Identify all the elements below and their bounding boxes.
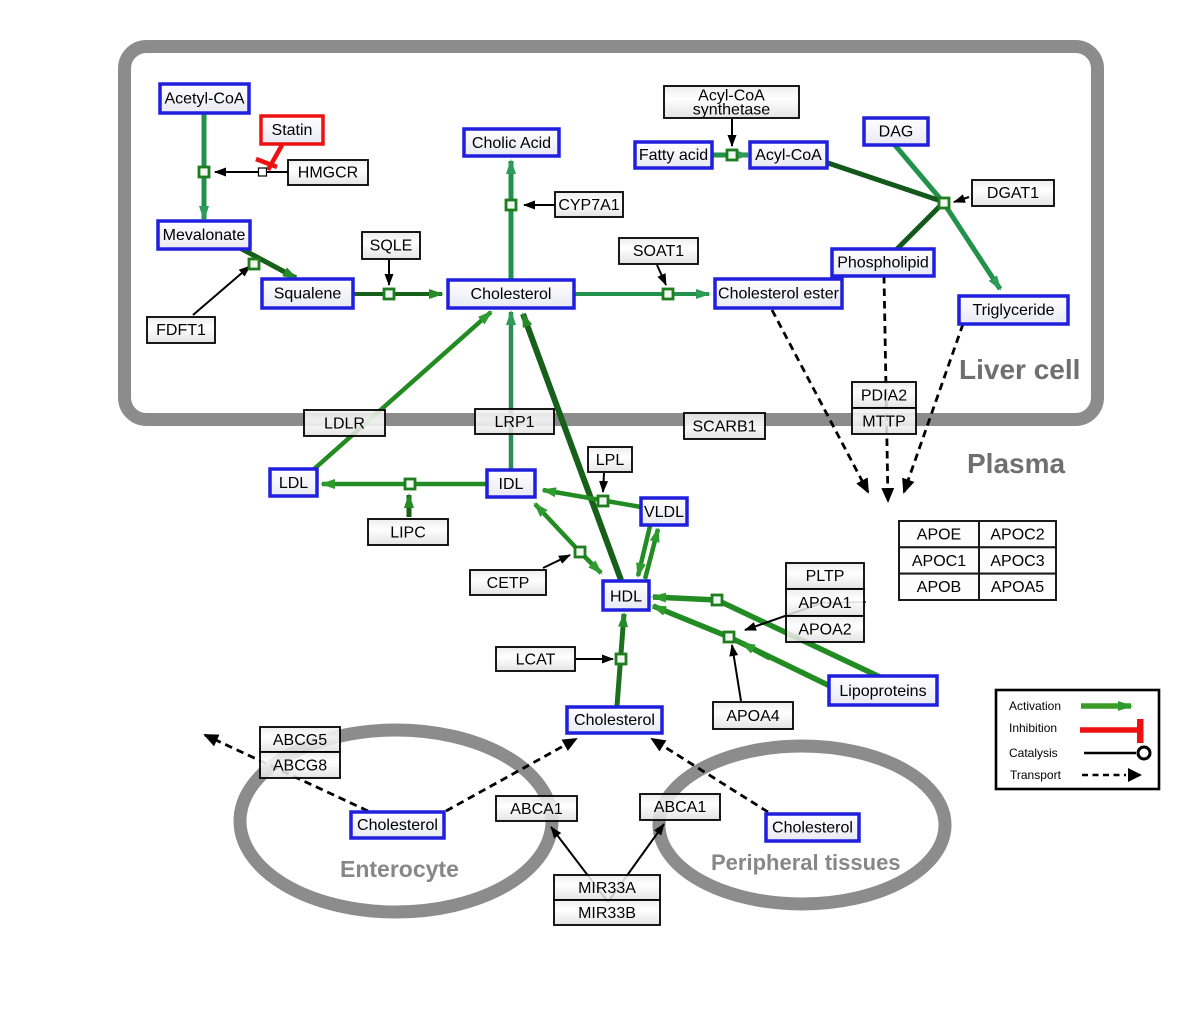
svg-text:Cholesterol: Cholesterol: [357, 817, 438, 834]
svg-text:LDLR: LDLR: [324, 416, 365, 433]
svg-text:CYP7A1: CYP7A1: [558, 197, 619, 214]
svg-text:Phospholipid: Phospholipid: [837, 255, 929, 272]
svg-text:Activation: Activation: [1009, 699, 1061, 713]
svg-text:SQLE: SQLE: [370, 238, 413, 255]
svg-text:Squalene: Squalene: [274, 286, 342, 303]
svg-text:ABCG5: ABCG5: [273, 732, 327, 749]
svg-text:PDIA2: PDIA2: [861, 388, 907, 405]
svg-text:LCAT: LCAT: [516, 652, 556, 669]
svg-text:LDL: LDL: [279, 475, 308, 492]
svg-text:Cholesterol: Cholesterol: [574, 712, 655, 729]
svg-text:SOAT1: SOAT1: [633, 243, 684, 260]
svg-text:VLDL: VLDL: [644, 504, 684, 521]
svg-text:IDL: IDL: [499, 476, 524, 493]
svg-text:FDFT1: FDFT1: [156, 322, 206, 339]
svg-text:Mevalonate: Mevalonate: [163, 227, 246, 244]
svg-text:APOC3: APOC3: [990, 553, 1044, 570]
svg-text:DAG: DAG: [879, 124, 914, 141]
svg-text:Cholesterol ester: Cholesterol ester: [718, 286, 840, 303]
svg-text:DGAT1: DGAT1: [987, 185, 1039, 202]
svg-text:Inhibition: Inhibition: [1009, 721, 1057, 735]
svg-text:MIR33A: MIR33A: [578, 880, 636, 897]
svg-text:Enterocyte: Enterocyte: [340, 856, 459, 882]
svg-text:APOB: APOB: [917, 579, 961, 596]
svg-text:HDL: HDL: [610, 589, 642, 606]
svg-text:APOA2: APOA2: [798, 622, 851, 639]
svg-text:LIPC: LIPC: [390, 525, 426, 542]
svg-text:ABCA1: ABCA1: [510, 801, 563, 818]
svg-text:MIR33B: MIR33B: [578, 905, 636, 922]
svg-text:CETP: CETP: [487, 575, 530, 592]
svg-text:ABCG8: ABCG8: [273, 758, 327, 775]
svg-text:Catalysis: Catalysis: [1009, 746, 1058, 760]
svg-text:Acyl-CoA: Acyl-CoA: [698, 88, 765, 105]
svg-text:LRP1: LRP1: [494, 414, 534, 431]
svg-text:APOA5: APOA5: [991, 579, 1044, 596]
svg-text:Statin: Statin: [272, 122, 313, 139]
svg-text:Cholic Acid: Cholic Acid: [472, 135, 551, 152]
svg-text:Transport: Transport: [1010, 768, 1062, 782]
svg-text:Cholesterol: Cholesterol: [772, 820, 853, 837]
svg-text:PLTP: PLTP: [806, 568, 845, 585]
svg-text:APOC2: APOC2: [990, 527, 1044, 544]
svg-text:Acetyl-CoA: Acetyl-CoA: [164, 91, 244, 108]
svg-text:Lipoproteins: Lipoproteins: [839, 683, 926, 700]
svg-text:Plasma: Plasma: [967, 448, 1065, 479]
svg-text:Fatty acid: Fatty acid: [639, 147, 708, 164]
svg-text:SCARB1: SCARB1: [692, 419, 756, 436]
svg-text:synthetase: synthetase: [693, 102, 770, 119]
svg-text:Peripheral tissues: Peripheral tissues: [711, 850, 901, 875]
svg-text:LPL: LPL: [596, 452, 625, 469]
svg-text:HMGCR: HMGCR: [298, 165, 358, 182]
svg-text:APOE: APOE: [917, 527, 961, 544]
svg-text:Cholesterol: Cholesterol: [471, 286, 552, 303]
svg-text:APOC1: APOC1: [912, 553, 966, 570]
svg-text:MTTP: MTTP: [862, 414, 906, 431]
svg-text:Liver cell: Liver cell: [959, 354, 1080, 385]
svg-text:Acyl-CoA: Acyl-CoA: [755, 147, 822, 164]
svg-text:APOA1: APOA1: [798, 595, 851, 612]
svg-text:APOA4: APOA4: [726, 708, 779, 725]
svg-text:ABCA1: ABCA1: [654, 799, 707, 816]
svg-text:Triglyceride: Triglyceride: [972, 302, 1054, 319]
